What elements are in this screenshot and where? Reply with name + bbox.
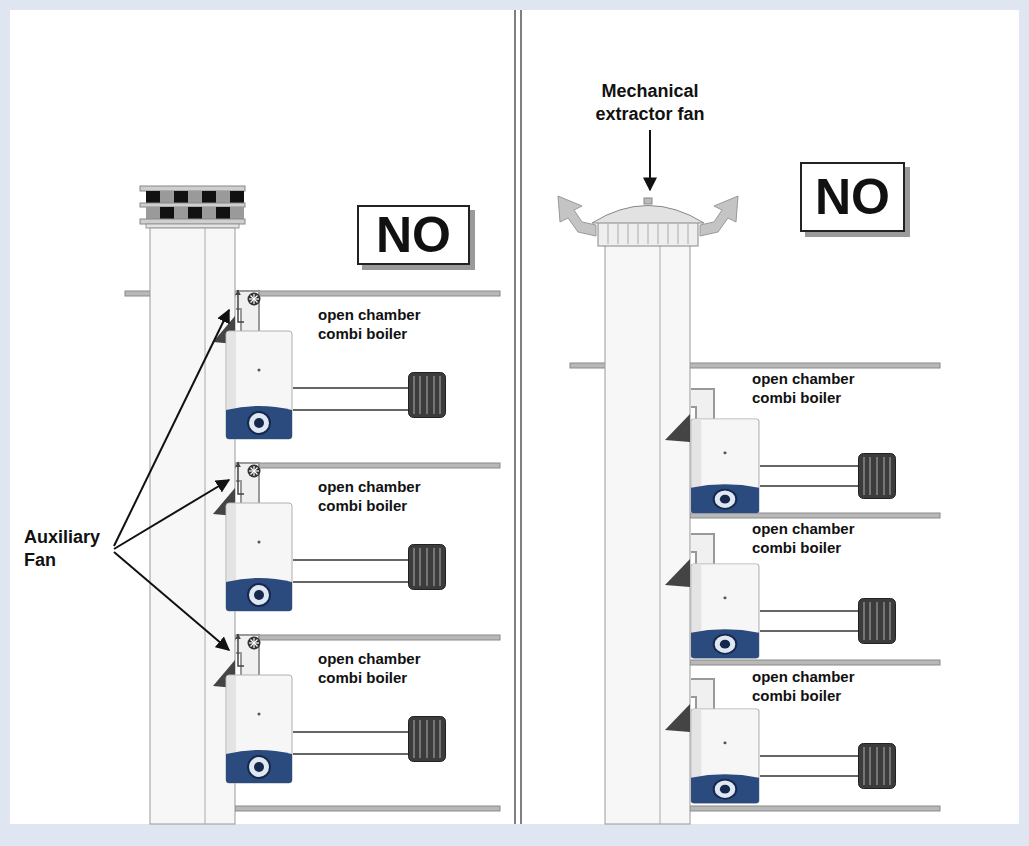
- boiler-installation: [248, 293, 261, 306]
- boiler-label: open chamber combi boiler: [752, 668, 887, 706]
- chimney-cap: [146, 191, 160, 203]
- extractor-fan: [598, 222, 698, 246]
- boiler-installation: [293, 409, 410, 411]
- chimney-cap: [160, 191, 174, 203]
- boiler-installation: [251, 296, 258, 303]
- chimney-cap: [146, 191, 244, 203]
- floor-slab: [235, 806, 500, 811]
- chimney-cap: [146, 224, 239, 228]
- callout-label: Mechanical extractor fan: [580, 80, 720, 125]
- extractor-fan: [688, 224, 689, 244]
- floor-slab: [690, 513, 940, 518]
- extractor-fan: [558, 196, 738, 246]
- background: [520, 10, 522, 824]
- floor-slab: [235, 635, 500, 640]
- leader-line: [114, 310, 229, 650]
- leader-line: [114, 480, 229, 549]
- boiler-installation: [760, 485, 860, 487]
- chimney-cap: [140, 186, 245, 191]
- boiler-label: open chamber combi boiler: [752, 370, 887, 408]
- boiler-installation: [859, 454, 896, 499]
- boiler-label: open chamber combi boiler: [752, 520, 887, 558]
- chimney-cap: [146, 207, 160, 219]
- boiler-installation: [665, 414, 690, 442]
- extractor-fan: [558, 196, 596, 236]
- leader-line: [114, 552, 229, 650]
- boiler-installation: [691, 398, 705, 422]
- warning-text: NO: [815, 172, 890, 222]
- flue-shaft: [150, 228, 235, 824]
- flue-shaft: [660, 245, 661, 824]
- chimney-cap: [202, 191, 216, 203]
- boiler-installation: [409, 373, 446, 418]
- extractor-fan: [608, 224, 609, 244]
- chimney-cap: [140, 186, 245, 228]
- chimney-cap: [188, 207, 202, 219]
- extractor-fan: [628, 224, 629, 244]
- extractor-fan: [608, 224, 688, 244]
- boiler-installation: [665, 688, 896, 803]
- boiler-installation: [665, 398, 896, 513]
- boiler-label: open chamber combi boiler: [318, 650, 453, 688]
- extractor-fan: [644, 198, 652, 204]
- chimney-cap: [216, 207, 230, 219]
- flue-shaft: [150, 228, 235, 824]
- extractor-fan: [648, 224, 649, 244]
- chimney-cap: [140, 203, 245, 207]
- chimney-cap: [216, 191, 230, 203]
- chimney-cap: [160, 191, 230, 203]
- chimney-cap: [230, 207, 244, 219]
- warning-box: NO: [357, 205, 470, 265]
- extractor-fan: [618, 224, 619, 244]
- chimney-cap: [174, 191, 188, 203]
- flue-shaft: [205, 228, 206, 824]
- boiler-label: open chamber combi boiler: [318, 306, 453, 344]
- extractor-fan: [700, 196, 738, 236]
- boiler-installation: [691, 419, 759, 513]
- boiler-installation: [760, 465, 860, 467]
- chimney-cap: [160, 207, 174, 219]
- floor-slab: [235, 463, 500, 468]
- background: [10, 10, 1019, 824]
- background: [514, 10, 516, 824]
- chimney-cap: [188, 191, 202, 203]
- floor-slab: [690, 806, 940, 811]
- extractor-fan: [638, 224, 639, 244]
- boiler-label: open chamber combi boiler: [318, 478, 453, 516]
- boiler-installation: [293, 387, 410, 389]
- extractor-fan: [658, 224, 659, 244]
- chimney-cap: [140, 219, 245, 224]
- boiler-installation: [665, 543, 896, 658]
- leader-line: [114, 310, 229, 546]
- chimney-cap: [230, 191, 244, 203]
- leader-line: [649, 130, 651, 190]
- warning-box: NO: [800, 162, 905, 232]
- extractor-fan: [668, 224, 669, 244]
- extractor-fan: [592, 206, 704, 224]
- boiler-installation: [251, 296, 258, 303]
- chimney-cap: [160, 207, 230, 219]
- background: [10, 10, 1019, 824]
- flue-shaft: [605, 245, 690, 824]
- chimney-cap: [174, 207, 188, 219]
- leader-line: [650, 130, 651, 190]
- boiler-installation: [249, 294, 259, 304]
- boiler-installation: [691, 398, 705, 422]
- warning-text: NO: [376, 210, 451, 260]
- extractor-fan: [678, 224, 679, 244]
- boiler-installation: [238, 290, 244, 322]
- chimney-cap: [202, 207, 216, 219]
- flue-shaft: [605, 245, 690, 824]
- floor-slab: [690, 660, 940, 665]
- boiler-installation: [226, 331, 292, 439]
- chimney-cap: [146, 207, 244, 219]
- callout-label: Auxiliary Fan: [24, 526, 116, 571]
